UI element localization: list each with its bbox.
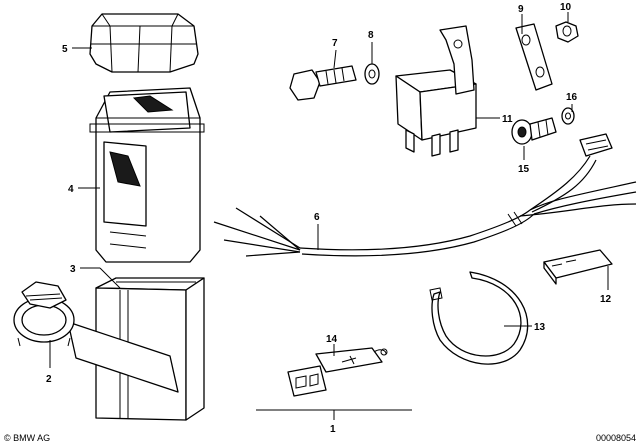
clamp-band-part-13 bbox=[429, 271, 529, 365]
callout-leaders bbox=[49, 12, 609, 420]
nut-part-10 bbox=[555, 21, 579, 43]
rocker-switch-part-4 bbox=[89, 87, 205, 263]
callout-12: 12 bbox=[600, 294, 612, 305]
connector-housing-part-12 bbox=[543, 249, 613, 285]
washer-part-8 bbox=[364, 63, 380, 85]
callout-7: 7 bbox=[332, 38, 338, 49]
callout-14: 14 bbox=[326, 334, 338, 345]
callout-3: 3 bbox=[70, 264, 76, 275]
wire-connector bbox=[579, 133, 613, 157]
bolt-part-7 bbox=[289, 65, 357, 101]
callout-5: 5 bbox=[62, 44, 68, 55]
callout-8: 8 bbox=[368, 30, 374, 41]
callout-9: 9 bbox=[518, 4, 524, 15]
callout-15: 15 bbox=[518, 164, 530, 175]
wiring-harness-part-6 bbox=[213, 155, 637, 257]
copyright-notice: © BMW AG bbox=[4, 433, 51, 443]
callout-4: 4 bbox=[68, 184, 74, 195]
drawing-number: 00008054 bbox=[595, 433, 636, 443]
callout-16: 16 bbox=[566, 92, 578, 103]
callout-6: 6 bbox=[314, 212, 320, 223]
callout-10: 10 bbox=[560, 2, 572, 13]
callout-1: 1 bbox=[330, 424, 336, 435]
screw-part-15 bbox=[511, 117, 557, 145]
callout-13: 13 bbox=[534, 322, 546, 333]
bracket-plate-part-9 bbox=[515, 23, 553, 91]
boot-cap-part-5 bbox=[89, 13, 199, 73]
callout-2: 2 bbox=[46, 374, 52, 385]
washer-part-16 bbox=[561, 107, 575, 125]
relay-part-11 bbox=[395, 25, 477, 157]
fuse-holder-part-14 bbox=[287, 347, 388, 397]
insulating-sleeve-part-3 bbox=[67, 277, 205, 421]
callout-11: 11 bbox=[502, 114, 513, 125]
hose-clamp-part-2 bbox=[13, 281, 75, 347]
callout-numbers: 1 2 3 4 5 6 7 8 9 10 11 12 13 14 15 16 bbox=[46, 2, 612, 435]
